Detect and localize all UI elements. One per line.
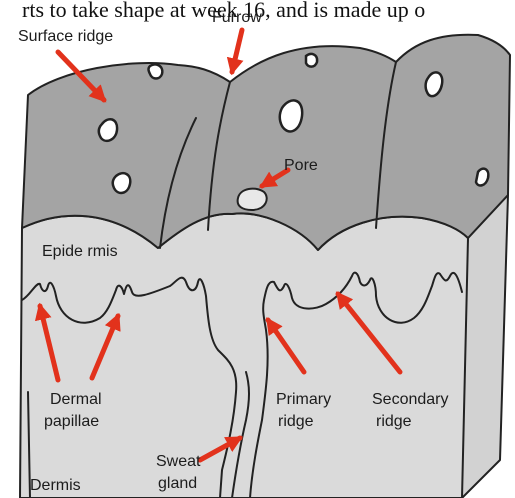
label-sweat-line1: Sweat <box>156 453 201 470</box>
label-furrow: Furrow <box>212 9 262 26</box>
label-dermal-line2: papillae <box>44 413 99 430</box>
label-primary-line2: ridge <box>278 413 314 430</box>
pore-5 <box>306 54 317 67</box>
pore-4 <box>280 100 302 131</box>
pore-surface-opening <box>238 189 267 210</box>
pore-6 <box>426 72 443 96</box>
label-secondary-line2: ridge <box>376 413 412 430</box>
label-epidermis: Epide rmis <box>42 243 118 260</box>
pore-1 <box>149 64 163 78</box>
label-secondary-line1: Secondary <box>372 391 449 408</box>
label-primary-line1: Primary <box>276 391 331 408</box>
label-pore: Pore <box>284 157 318 174</box>
label-dermal-line1: Dermal <box>50 391 102 408</box>
label-surface-ridge: Surface ridge <box>18 28 113 45</box>
label-sweat-line2: gland <box>158 475 197 492</box>
pore-3 <box>113 173 131 193</box>
label-dermis: Dermis <box>30 477 81 494</box>
top-surface <box>22 35 510 250</box>
arrow-furrow <box>232 30 242 72</box>
pore-7 <box>476 169 488 186</box>
